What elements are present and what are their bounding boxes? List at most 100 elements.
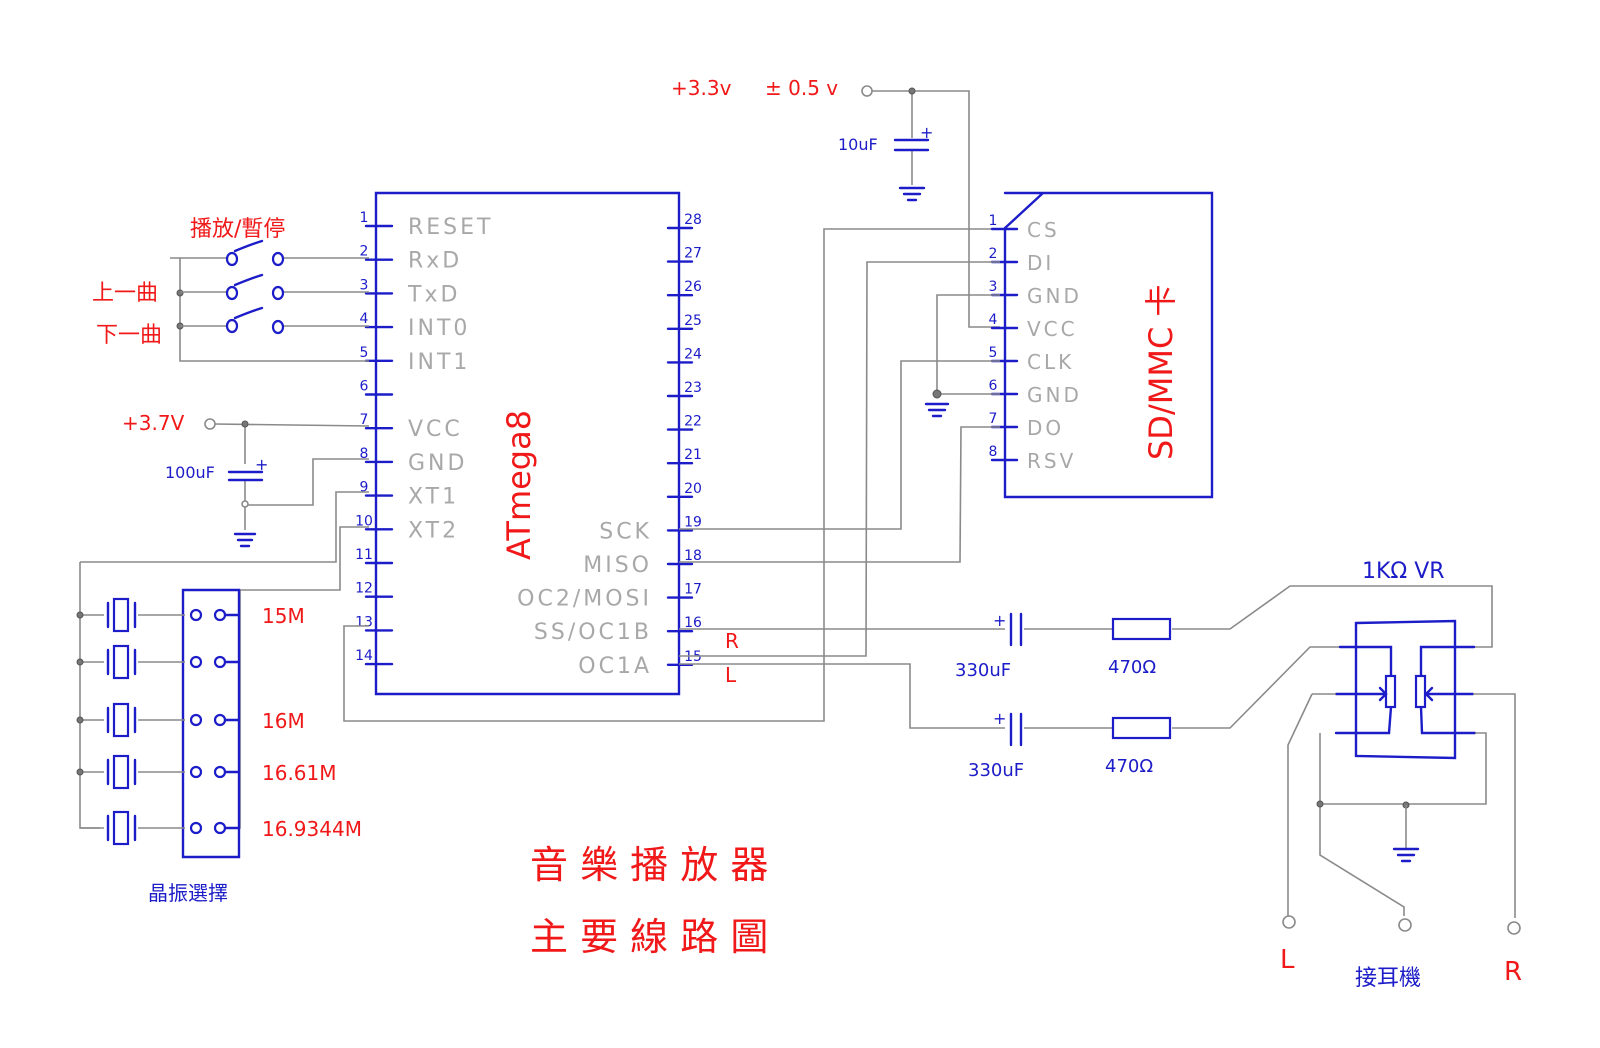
pin-label: CS [1027, 218, 1060, 242]
headphone-label: 接耳機 [1355, 966, 1421, 991]
ground-icon [233, 532, 257, 548]
sd-cap-label: 10uF [838, 135, 878, 154]
sd-card-body [1003, 191, 1214, 499]
pin-number: 20 [684, 481, 702, 497]
switch-play-pause [180, 239, 369, 267]
ground-icon [924, 402, 950, 418]
sd-supply-label: +3.3v [671, 76, 732, 100]
jumper-pin-icon[interactable] [213, 821, 227, 835]
pin-label: MISO [583, 553, 652, 578]
title-line-2: 主 要 線 路 圖 [530, 915, 768, 959]
mcu-pin-11: 11 [355, 547, 394, 565]
pin-label: GND [1027, 383, 1082, 407]
mcu-pin-21: 21 [666, 447, 702, 465]
crystal-icon [112, 810, 130, 846]
svg-text:+: + [920, 123, 933, 142]
jumper-pin-icon[interactable] [213, 765, 227, 779]
switch-next [180, 306, 369, 335]
capacitor-icon [1009, 612, 1023, 647]
play-pause-label: 播放/暫停 [190, 217, 285, 242]
pin-number: 2 [360, 244, 369, 260]
jumper-pin-icon[interactable] [213, 655, 227, 669]
pin-label: INT1 [408, 350, 470, 375]
switch-lever-icon [233, 239, 264, 253]
supply-terminal-icon [861, 85, 873, 97]
l-out-wire [1287, 693, 1336, 918]
crystal-icon [112, 597, 130, 633]
crystal-icon [106, 648, 137, 676]
res-l-label: 470Ω [1105, 756, 1153, 777]
jumper-pin-icon[interactable] [189, 765, 203, 779]
mcu-pin-23: 23 [666, 380, 702, 398]
pin-label: TxD [407, 282, 460, 307]
r-out-wire [1473, 693, 1516, 918]
headphone-l-terminal-icon [1282, 915, 1296, 929]
crystal-freq-label: 16M [262, 709, 305, 733]
res-r-label: 470Ω [1108, 657, 1156, 678]
crystal-icon [106, 814, 137, 842]
next-track-label: 下一曲 [96, 323, 162, 348]
crystal-freq-label: 16.61M [262, 761, 337, 785]
di-wire [679, 261, 1000, 657]
pin-number: 1 [989, 213, 998, 229]
gnd-wire [936, 294, 1000, 395]
pin-label: XT2 [408, 518, 459, 543]
pin-number: 13 [355, 614, 373, 630]
jumper-pin-icon[interactable] [213, 713, 227, 727]
common-out-wire [1319, 732, 1487, 916]
jumper-pin-icon[interactable] [189, 713, 203, 727]
pin-number: 22 [684, 414, 702, 430]
pin-number: 27 [684, 246, 702, 262]
pin-number: 16 [684, 615, 702, 631]
mcu-name: ATmega8 [500, 410, 538, 560]
cap-r-label: 330uF [955, 660, 1011, 681]
sd-vcc-wire [872, 90, 1000, 328]
jumper-pin-icon[interactable] [189, 821, 203, 835]
crystal-freq-label: 15M [262, 604, 305, 628]
pin-number: 6 [989, 378, 998, 394]
pin-label: GND [1027, 284, 1082, 308]
mcu-pin-24: 24 [666, 346, 702, 364]
pin-number: 10 [355, 513, 373, 529]
crystal-freq-label: 16.9344M [262, 817, 362, 841]
pin-number: 19 [684, 514, 702, 530]
pin-number: 7 [360, 412, 369, 428]
sd-pin-6: 6 GND [989, 378, 1082, 407]
xt1-wire [80, 491, 369, 563]
pot-label: 1KΩ VR [1362, 559, 1445, 584]
svg-text:+: + [993, 709, 1006, 728]
mcu-pin-27: 27 [666, 246, 702, 263]
mcu-pin-12: 12 [355, 581, 394, 598]
jumper-pin-icon[interactable] [213, 608, 227, 622]
r-channel-wire [679, 585, 1493, 648]
ground-icon [1392, 847, 1420, 863]
button-common-wire [170, 257, 369, 362]
crystal-common-rail [79, 562, 100, 829]
crystal-row [76, 644, 240, 680]
dual-potentiometer-icon [1334, 619, 1477, 760]
jumper-pin-icon[interactable] [189, 608, 203, 622]
switch-lever-icon [233, 273, 264, 287]
switch-lever-icon [233, 306, 264, 320]
supply-wire [214, 423, 370, 530]
clk-wire [679, 360, 1000, 530]
sd-power: +3.3v ± 0.5 v + 10uF [671, 76, 1000, 328]
capacitor-icon [227, 470, 264, 482]
jumper-pin-icon[interactable] [189, 655, 203, 669]
channel-label-r: R [725, 629, 739, 653]
mcu-supply-label: +3.7V [122, 411, 185, 435]
mcu-right-pins: 28272625242322212019SCK18MISO17OC2/MOSI1… [517, 212, 702, 679]
mcu-pin-25: 25 [666, 313, 702, 330]
mcu-pin-26: 26 [666, 279, 702, 297]
crystal-row: 16M [76, 702, 305, 738]
headphone-r-terminal-icon [1507, 921, 1521, 935]
